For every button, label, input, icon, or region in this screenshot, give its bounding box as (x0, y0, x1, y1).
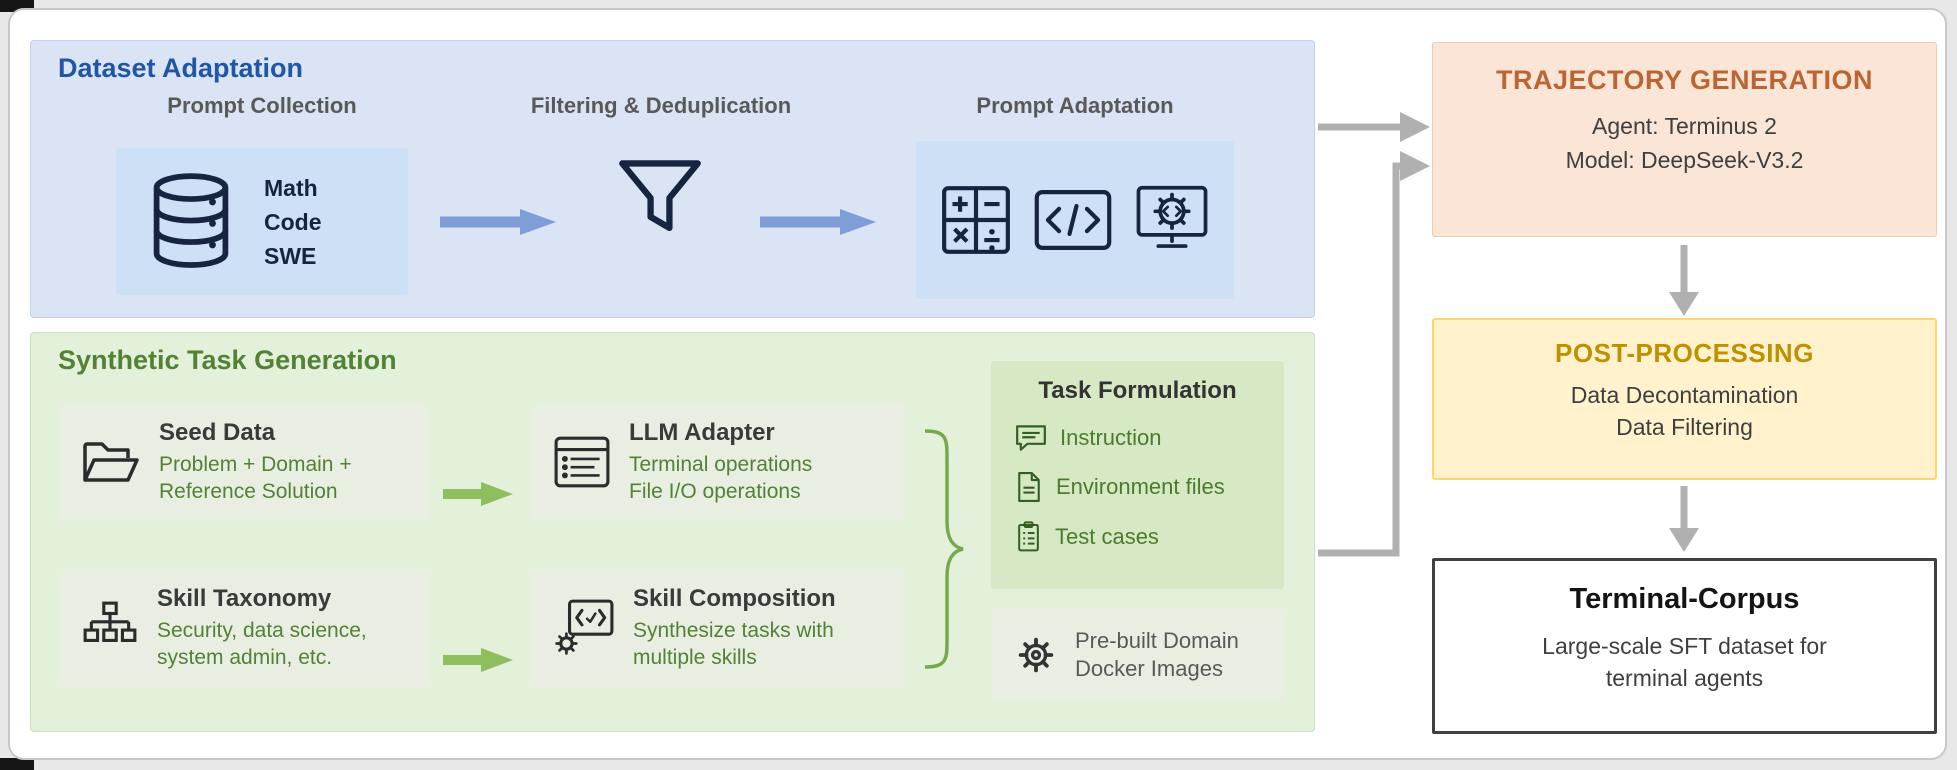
llm-adapter-title: LLM Adapter (629, 419, 775, 446)
skill-taxonomy-title: Skill Taxonomy (157, 585, 332, 612)
blue-arrow-right-icon (440, 209, 556, 235)
clipboard-checklist-icon (1018, 521, 1039, 552)
task-formulation-row: Instruction (1015, 423, 1284, 453)
prompt-collection-item: Math (264, 174, 318, 201)
task-formulation-row: Environment files (1015, 471, 1284, 503)
llm-adapter-card: LLM Adapter Terminal operations File I/O… (531, 403, 906, 521)
database-icon (153, 172, 229, 268)
blue-arrow-right-icon (760, 209, 876, 235)
trajectory-generation-details: Agent: Terminus 2 Model: DeepSeek-V3.2 (1433, 109, 1936, 177)
funnel-icon (619, 160, 701, 231)
code-window-icon (1034, 190, 1112, 250)
llm-adapter-line: Terminal operations (629, 453, 813, 476)
green-arrow-right-icon (443, 482, 513, 506)
document-icon (1018, 472, 1040, 502)
llm-adapter-body: Terminal operations File I/O operations (629, 451, 812, 505)
seed-data-title: Seed Data (159, 419, 276, 446)
llm-adapter-line: File I/O operations (629, 480, 801, 503)
monitor-gear-icon (1136, 185, 1208, 248)
prompt-collection-label: Prompt Collection (167, 93, 357, 118)
skill-taxonomy-card: Skill Taxonomy Security, data science, s… (59, 569, 429, 687)
docker-line: Docker Images (1075, 656, 1223, 681)
terminal-corpus-line: Large-scale SFT dataset for (1542, 633, 1827, 659)
prompt-collection-items: Math Code SWE (264, 171, 322, 273)
gear-code-icon (555, 599, 614, 655)
filtering-label: Filtering & Deduplication (530, 93, 792, 118)
prompt-collection-item: Code (264, 208, 322, 235)
terminal-corpus-details: Large-scale SFT dataset for terminal age… (1435, 630, 1934, 694)
seed-data-line: Reference Solution (159, 480, 338, 503)
skill-composition-title: Skill Composition (633, 585, 836, 612)
seed-data-body: Problem + Domain + Reference Solution (159, 451, 352, 505)
task-formulation-item: Test cases (1055, 524, 1159, 549)
skill-composition-card: Skill Composition Synthesize tasks with … (531, 569, 906, 687)
dataset-adaptation-title: Dataset Adaptation (58, 53, 304, 83)
terminal-corpus-box: Terminal-Corpus Large-scale SFT dataset … (1432, 558, 1937, 734)
task-formulation-title: Task Formulation (1038, 377, 1237, 404)
task-formulation-row: Test cases (1015, 521, 1284, 553)
synthetic-task-generation-panel: Synthetic Task Generation Seed Data Prob… (30, 332, 1315, 732)
terminal-corpus-title: Terminal-Corpus (1569, 583, 1800, 615)
post-processing-line: Data Filtering (1616, 414, 1753, 440)
speech-bubble-icon (1016, 425, 1046, 451)
green-arrow-right-icon (443, 648, 513, 672)
prompt-collection-item: SWE (264, 242, 317, 269)
trajectory-generation-box: TRAJECTORY GENERATION Agent: Terminus 2 … (1432, 42, 1937, 237)
seed-data-text: Seed Data Problem + Domain + Reference S… (159, 419, 352, 505)
hierarchy-icon (83, 601, 137, 642)
post-processing-line: Data Decontamination (1570, 382, 1799, 408)
window-list-icon (554, 436, 610, 488)
screen-corner-artifact (0, 758, 34, 770)
calculator-icon (942, 186, 1010, 254)
skill-taxonomy-line: system admin, etc. (157, 646, 333, 669)
folder-open-icon (83, 442, 139, 482)
seed-data-card: Seed Data Problem + Domain + Reference S… (59, 403, 429, 521)
prompt-adaptation-label: Prompt Adaptation (976, 93, 1174, 118)
llm-adapter-text: LLM Adapter Terminal operations File I/O… (629, 419, 812, 505)
seed-data-line: Problem + Domain + (159, 453, 352, 476)
terminal-corpus-line: terminal agents (1605, 665, 1764, 691)
skill-composition-text: Skill Composition Synthesize tasks with … (633, 585, 836, 671)
synthetic-task-generation-title: Synthetic Task Generation (58, 345, 397, 375)
post-processing-details: Data Decontamination Data Filtering (1434, 379, 1935, 443)
curly-brace-icon (924, 429, 964, 669)
skill-taxonomy-body: Security, data science, system admin, et… (157, 617, 367, 671)
skill-composition-line: multiple skills (633, 646, 757, 669)
prompt-collection-box: Math Code SWE (116, 148, 408, 295)
skill-taxonomy-text: Skill Taxonomy Security, data science, s… (157, 585, 367, 671)
docker-images-box: Pre-built Domain Docker Images (991, 609, 1284, 701)
task-formulation-item: Environment files (1056, 474, 1225, 499)
docker-images-text: Pre-built Domain Docker Images (1075, 627, 1239, 683)
post-processing-box: POST-PROCESSING Data Decontamination Dat… (1432, 318, 1937, 480)
post-processing-title: POST-PROCESSING (1555, 338, 1814, 368)
dataset-adaptation-panel: Dataset Adaptation Prompt Collection Mat… (30, 40, 1315, 318)
skill-composition-body: Synthesize tasks with multiple skills (633, 617, 836, 671)
gear-icon (1018, 637, 1054, 673)
agent-line: Agent: Terminus 2 (1592, 113, 1777, 139)
task-formulation-item: Instruction (1060, 425, 1162, 450)
trajectory-generation-title: TRAJECTORY GENERATION (1495, 65, 1874, 95)
docker-line: Pre-built Domain (1075, 628, 1239, 653)
prompt-adaptation-box (916, 141, 1234, 299)
model-line: Model: DeepSeek-V3.2 (1565, 147, 1804, 173)
task-formulation-box: Task Formulation Instruction (991, 361, 1284, 589)
skill-composition-line: Synthesize tasks with (633, 619, 834, 642)
skill-taxonomy-line: Security, data science, (157, 619, 367, 642)
